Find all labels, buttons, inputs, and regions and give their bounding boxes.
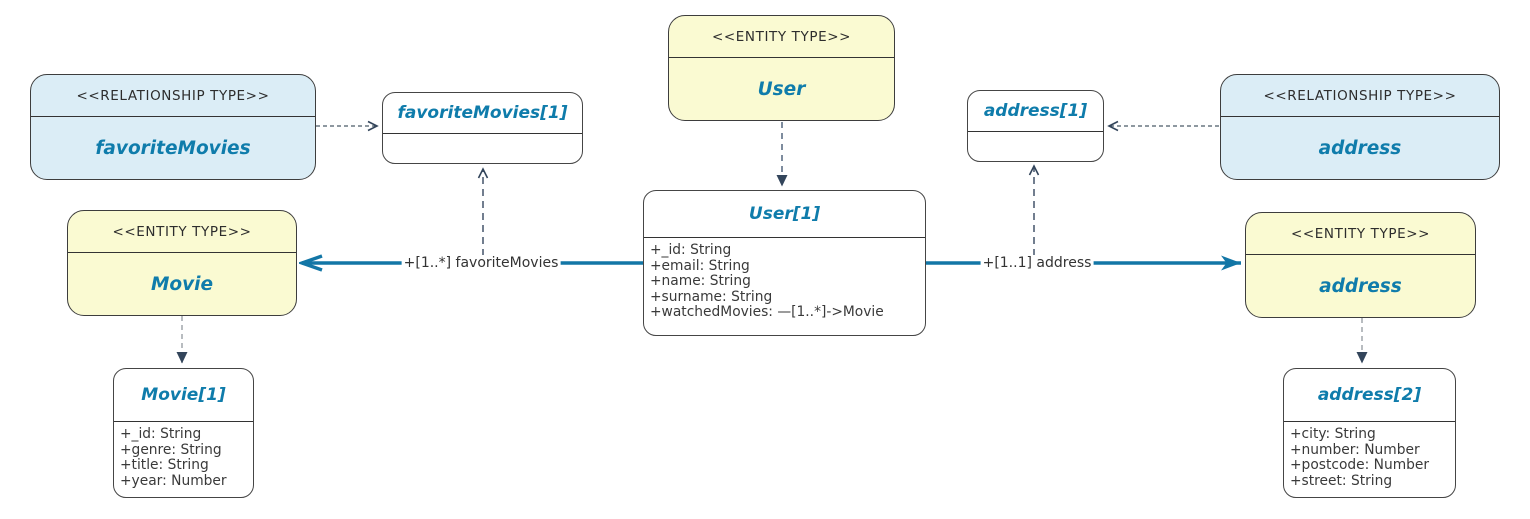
instance-favoritemovies-1-node[interactable]: favoriteMovies[1] xyxy=(382,92,583,164)
attribute-row: +watchedMovies: —[1..*]->Movie xyxy=(650,304,884,321)
stereotype-label: <<ENTITY TYPE>> xyxy=(1290,225,1431,242)
divider xyxy=(968,131,1103,132)
attribute-row: +name: String xyxy=(650,273,751,290)
instance-movie-1-node[interactable]: Movie[1] +_id: String +genre: String +ti… xyxy=(113,368,254,498)
entity-name: Movie xyxy=(150,273,214,295)
divider xyxy=(383,133,582,134)
divider xyxy=(1221,116,1499,117)
instance-address-2-node[interactable]: address[2] +city: String +number: Number… xyxy=(1283,368,1456,498)
relationship-name: address xyxy=(1318,137,1402,159)
attribute-list: +city: String +number: Number +postcode:… xyxy=(1284,422,1455,489)
divider xyxy=(31,116,315,117)
relationship-type-address-node[interactable]: <<RELATIONSHIP TYPE>> address xyxy=(1220,74,1500,180)
divider xyxy=(68,252,296,253)
attribute-row: +email: String xyxy=(650,257,750,274)
instance-title: Movie[1] xyxy=(141,385,226,405)
attribute-list: +_id: String +genre: String +title: Stri… xyxy=(114,422,253,489)
instance-title: User[1] xyxy=(748,204,821,224)
attribute-row: +_id: String xyxy=(650,242,732,258)
attribute-list: +_id: String +email: String +name: Strin… xyxy=(644,238,925,321)
attribute-row: +title: String xyxy=(120,457,209,474)
edge-label-address[interactable]: +[1..1] address xyxy=(980,255,1094,271)
attribute-row: +city: String xyxy=(1290,426,1376,442)
entity-name: User xyxy=(757,78,806,100)
stereotype-label: <<ENTITY TYPE>> xyxy=(112,223,252,240)
stereotype-label: <<ENTITY TYPE>> xyxy=(711,28,852,45)
divider xyxy=(644,237,925,238)
stereotype-label: <<RELATIONSHIP TYPE>> xyxy=(1263,87,1457,104)
stereotype-label: <<RELATIONSHIP TYPE>> xyxy=(76,87,270,104)
instance-title: address[1] xyxy=(983,101,1088,121)
attribute-row: +street: String xyxy=(1290,472,1393,489)
attribute-row: +_id: String xyxy=(120,426,202,442)
instance-title: address[2] xyxy=(1317,385,1422,405)
instance-title: favoriteMovies[1] xyxy=(397,103,568,123)
entity-type-movie-node[interactable]: <<ENTITY TYPE>> Movie xyxy=(67,210,297,316)
entity-name: address xyxy=(1319,275,1402,297)
instance-user-1-node[interactable]: User[1] +_id: String +email: String +nam… xyxy=(643,190,926,336)
attribute-row: +postcode: Number xyxy=(1290,457,1430,474)
relationship-type-favoritemovies-node[interactable]: <<RELATIONSHIP TYPE>> favoriteMovies xyxy=(30,74,316,180)
divider xyxy=(1284,421,1455,422)
attribute-row: +surname: String xyxy=(650,288,773,305)
divider xyxy=(114,421,253,422)
entity-type-user-node[interactable]: <<ENTITY TYPE>> User xyxy=(668,15,895,121)
attribute-row: +genre: String xyxy=(120,441,222,458)
attribute-row: +number: Number xyxy=(1290,441,1420,458)
entity-type-address-node[interactable]: <<ENTITY TYPE>> address xyxy=(1245,212,1476,318)
relationship-name: favoriteMovies xyxy=(95,137,251,159)
edge-label-favoritemovies[interactable]: +[1..*] favoriteMovies xyxy=(401,255,561,271)
attribute-row: +year: Number xyxy=(120,472,227,489)
divider xyxy=(669,57,894,58)
divider xyxy=(1246,254,1475,255)
instance-address-1-node[interactable]: address[1] xyxy=(967,90,1104,162)
